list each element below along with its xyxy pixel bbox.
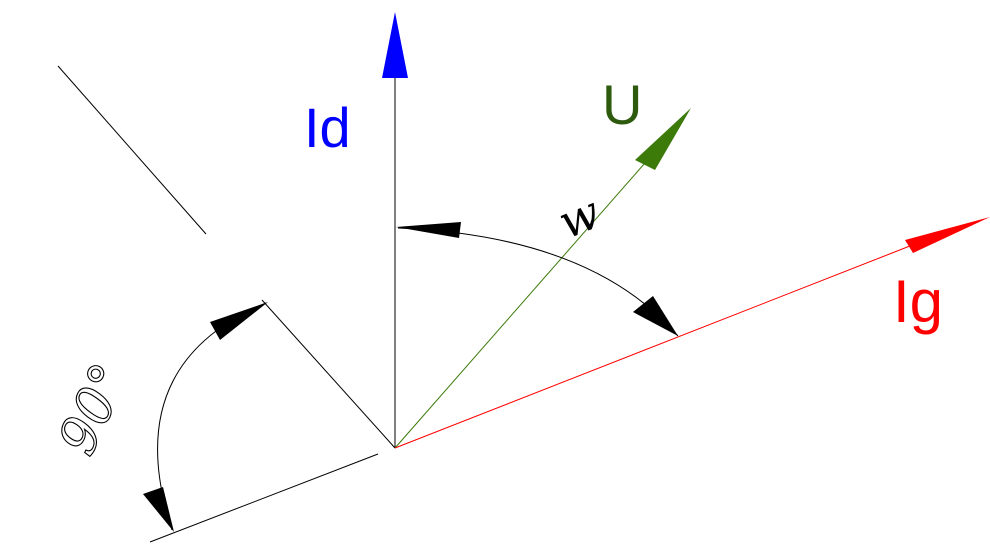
phi-arc-arrowhead-bottom (633, 296, 678, 336)
ig-arrowhead (905, 217, 990, 253)
id-arrowhead (382, 12, 408, 78)
right-angle-arrowhead-bottom (143, 487, 174, 532)
id-label: Id (304, 96, 351, 159)
u-vector-line (394, 154, 653, 449)
right-angle-arrowhead-top (210, 302, 268, 340)
perpendicular-line (261, 299, 396, 449)
u-arrowhead (635, 108, 691, 170)
base-line (149, 453, 379, 543)
construction-line-upper (57, 65, 207, 235)
ig-vector-line (394, 243, 916, 449)
phi-arc-arrowhead-top (396, 222, 461, 238)
u-label: U (602, 73, 642, 136)
ig-label: Ig (893, 268, 943, 335)
